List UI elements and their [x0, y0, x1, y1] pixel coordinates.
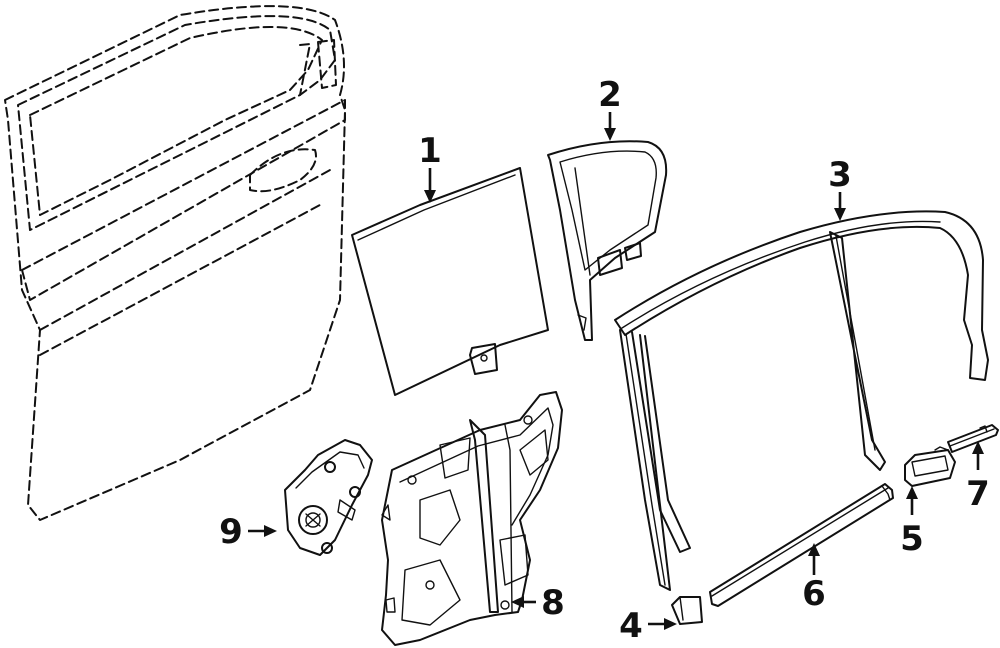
- callout-arrowhead-9: [264, 525, 277, 537]
- trim-strip: [947, 424, 999, 453]
- callout-label-9: 9: [219, 512, 243, 552]
- callout-arrowhead-2: [604, 128, 616, 141]
- belt-moulding: [709, 483, 894, 607]
- channel-bracket: [904, 446, 956, 487]
- callout-label-1: 1: [418, 131, 442, 171]
- window-regulator: [381, 391, 563, 646]
- callout-arrowhead-7: [972, 441, 984, 454]
- callout-arrowhead-5: [906, 486, 918, 499]
- callout-arrows: [248, 112, 984, 630]
- callout-label-4: 4: [619, 606, 643, 646]
- callout-arrowhead-6: [808, 543, 820, 556]
- callout-label-6: 6: [802, 574, 826, 614]
- callout-arrowhead-4: [664, 618, 677, 630]
- run-channel: [614, 210, 989, 591]
- callout-arrowhead-8: [511, 596, 524, 608]
- door-shell: [4, 5, 346, 521]
- regulator-motor: [284, 439, 373, 556]
- quarter-glass: [547, 140, 668, 341]
- callout-label-2: 2: [598, 75, 622, 115]
- door-glass: [351, 167, 549, 396]
- callout-label-5: 5: [900, 519, 924, 559]
- callout-arrowhead-1: [424, 190, 436, 203]
- callout-label-7: 7: [966, 474, 990, 514]
- callout-label-8: 8: [541, 583, 565, 623]
- guide-clip: [671, 596, 703, 625]
- callout-arrowhead-3: [834, 208, 846, 221]
- callout-label-3: 3: [828, 155, 852, 195]
- callout-labels: 1 2 3 4 5 6 7 8 9: [219, 75, 990, 646]
